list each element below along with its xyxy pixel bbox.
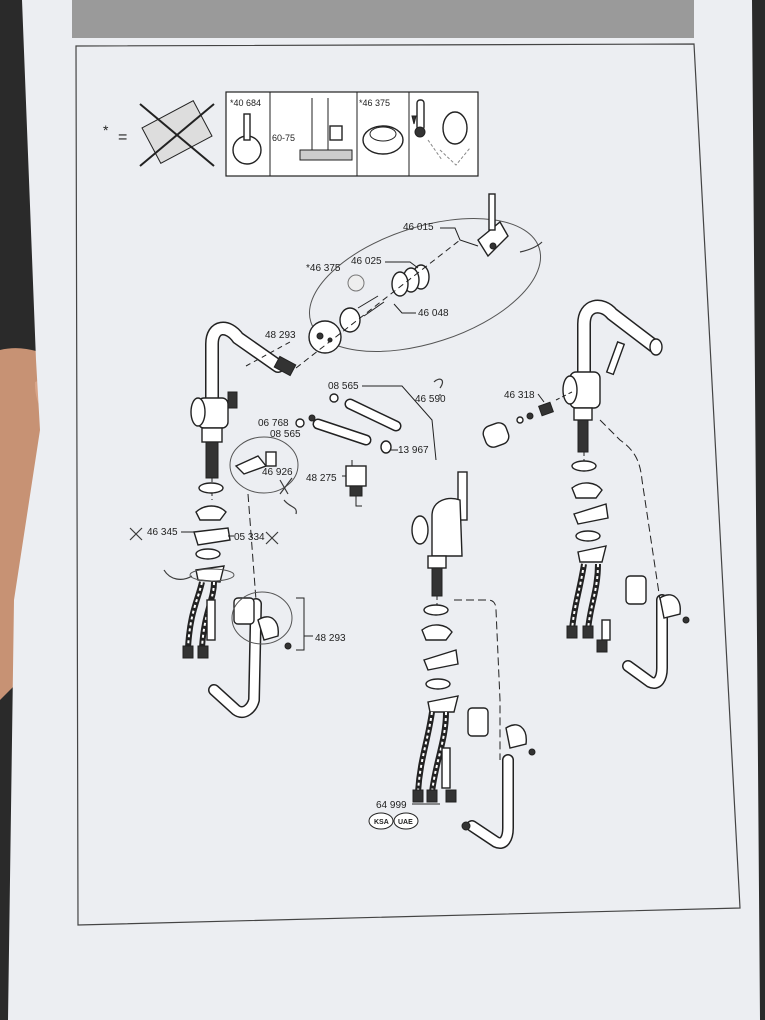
lever-handle-icon [232, 113, 262, 165]
hand-mark-check [163, 569, 193, 580]
hand-mark-x-46345 [129, 527, 143, 541]
label-46048: 46 048 [418, 308, 449, 319]
spray-hoses [295, 393, 402, 446]
cartridge-outline [308, 218, 542, 352]
hand-mark-x-46926 [279, 477, 297, 515]
hand-mark-question [433, 378, 444, 396]
label-46590: 46 590 [415, 394, 446, 405]
lever-rotate-icon [427, 111, 471, 166]
badge-ksa: KSA [368, 812, 394, 830]
no-drill-icon [139, 100, 215, 167]
aerator-parts [482, 401, 554, 448]
right-lever [605, 341, 626, 376]
badge-uae-text: UAE [398, 819, 413, 826]
legend-equals: = [118, 129, 127, 146]
label-48293-left-clamp: 48 293 [315, 633, 346, 644]
ref-mounting-range: 60-75 [272, 133, 295, 143]
legend-asterisk: * [103, 122, 109, 138]
right-faucet: 46 318 [482, 299, 690, 689]
label-46318: 46 318 [504, 390, 535, 401]
label-46926: 46 926 [262, 467, 293, 478]
hand-mark-x-05334 [265, 531, 279, 545]
label-46015: 46 015 [403, 222, 434, 233]
label-64999: 64 999 [376, 800, 407, 811]
badge-uae: UAE [393, 812, 419, 830]
badge-ksa-text: KSA [374, 819, 389, 826]
header-band [72, 0, 694, 38]
label-06768: 06 768 [258, 418, 289, 429]
spray-weight [229, 436, 299, 494]
mounting-clamp-right [625, 575, 690, 624]
label-13967: 13 967 [398, 445, 429, 456]
legend-frame [225, 91, 479, 177]
handle-lever [477, 193, 509, 258]
label-48275: 48 275 [306, 473, 337, 484]
legend-box: * = *40 684 60-75 *46 375 [103, 91, 479, 177]
thermometer-icon [411, 99, 426, 138]
ref-cap: *46 375 [359, 98, 390, 108]
page-frame [75, 43, 741, 926]
label-08565-bottom: 08 565 [270, 429, 301, 440]
label-46345: 46 345 [147, 527, 178, 538]
hand-mark-tick [519, 241, 543, 253]
mounting-icon [299, 98, 353, 161]
left-faucet: 48 293 48 293 46 345 05 334 [129, 321, 346, 719]
label-08565-top: 08 565 [328, 381, 359, 392]
label-46375-cap: *46 375 [306, 263, 341, 274]
cartridge-rings [339, 264, 430, 333]
faucet-body-right [562, 371, 601, 409]
cartridge-assembly: 46 015 46 025 *46 375 46 048 [295, 193, 543, 369]
cap-icon [362, 125, 404, 155]
faucet-body-left [190, 391, 238, 429]
label-48293-spout: 48 293 [265, 330, 296, 341]
middle-lever [457, 471, 468, 521]
cartridge-body [308, 320, 342, 354]
ref-cartridge-handle: *40 684 [230, 98, 261, 108]
middle-faucet: 64 999 KSA UAE [368, 471, 536, 849]
spray-assembly: 08 565 06 768 08 565 46 590 13 967 48 27… [229, 378, 446, 515]
mounting-clamp-middle [467, 707, 536, 756]
label-05334: 05 334 [234, 532, 265, 543]
label-46025: 46 025 [351, 256, 382, 267]
mounting-clamp-left [231, 591, 293, 650]
paper-sheet [8, 0, 760, 1020]
